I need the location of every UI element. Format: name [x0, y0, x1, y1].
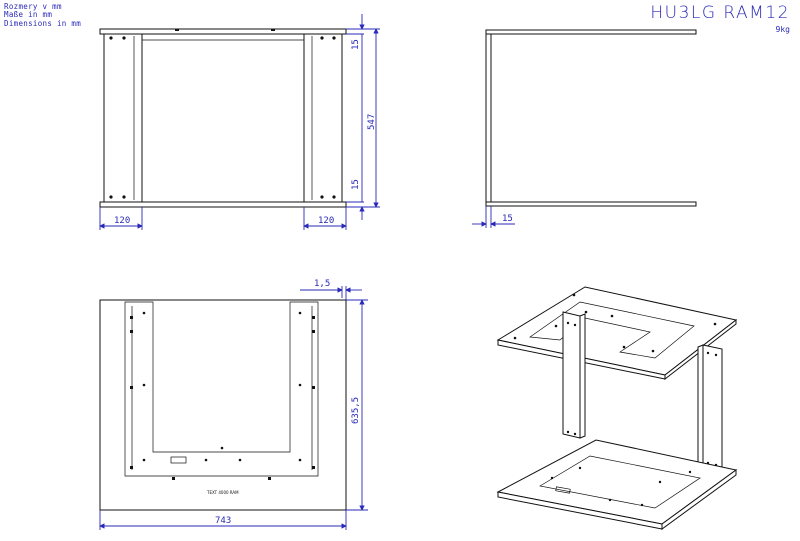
- units-note: Rozmery v mm Maße in mm Dimensions in mm: [4, 2, 82, 28]
- top-frame-outline: [124, 301, 319, 477]
- front-dim-right-width: 120: [318, 216, 334, 226]
- weight-label: 9kg: [775, 25, 790, 34]
- iso-leg-right: [702, 344, 723, 471]
- front-dim-left-width: 120: [114, 216, 130, 226]
- front-dim-top: 15: [351, 39, 361, 50]
- top-dim-width: 743: [215, 516, 231, 526]
- side-bottom-plate: [485, 201, 697, 207]
- side-dim-thickness: 15: [502, 214, 513, 224]
- side-top-plate: [485, 29, 697, 35]
- front-view: 15 547 15 120 120: [99, 14, 380, 230]
- front-dim-bottom: 15: [351, 179, 361, 190]
- top-dim-flange: 1,5: [314, 279, 330, 289]
- base-plate-label: TEXT 4000 RAM: [206, 490, 239, 495]
- front-left-leg: [103, 33, 143, 203]
- front-dim-height: 547: [367, 114, 377, 130]
- top-base-plate: [99, 299, 347, 511]
- top-view: TEXT 4000 RAM 1,5 635,5 743: [99, 279, 368, 530]
- front-right-leg: [303, 33, 343, 203]
- front-top-plate: [99, 28, 347, 35]
- units-line-en: Dimensions in mm: [4, 18, 82, 28]
- units-line-sk: Rozmery v mm: [4, 2, 62, 11]
- front-bottom-plate: [99, 201, 347, 208]
- side-view: 15: [472, 29, 697, 228]
- drawing-title: HU3LG RAM12: [650, 3, 790, 23]
- iso-leg-left: [562, 311, 581, 439]
- isometric-view: [496, 286, 738, 530]
- side-leg: [485, 33, 492, 203]
- units-line-de: Maße in mm: [4, 10, 53, 20]
- top-dim-depth: 635,5: [351, 397, 361, 424]
